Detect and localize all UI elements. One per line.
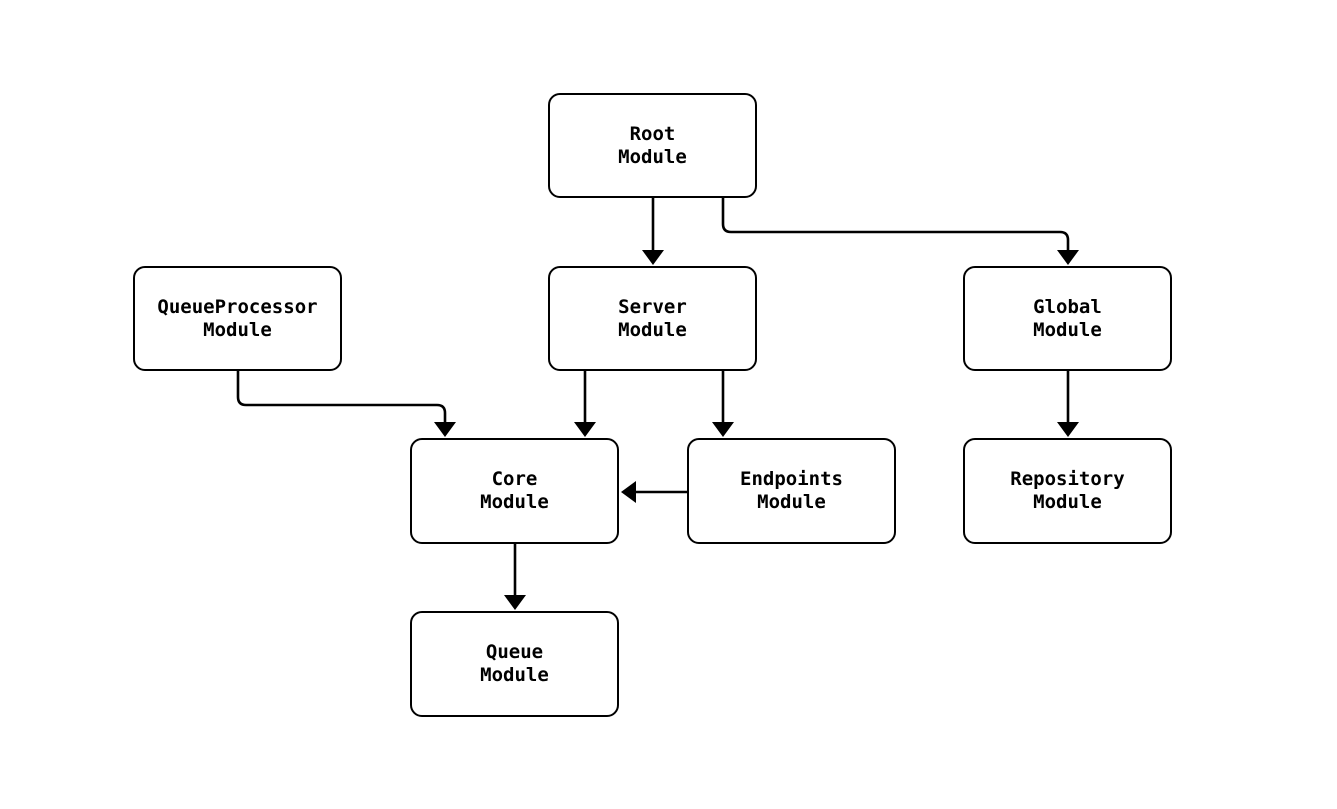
node-label: Server Module: [618, 295, 687, 341]
node-core-module: Core Module: [410, 438, 619, 544]
node-label: QueueProcessor Module: [157, 295, 318, 341]
node-label: Root Module: [618, 122, 687, 168]
node-label: Core Module: [480, 468, 549, 513]
edge-core-to-queue: [504, 544, 526, 610]
node-label: Repository Module: [1010, 468, 1125, 513]
edge-connector-line: [236, 371, 447, 425]
node-label: Endpoints Module: [740, 468, 843, 513]
node-server-module: Server Module: [548, 266, 757, 371]
edge-endpoints-to-core: [621, 481, 687, 503]
edge-queueprocessor-to-core: [236, 371, 456, 437]
edge-root-to-server: [642, 198, 664, 265]
arrowhead-icon: [504, 595, 526, 610]
edge-server-to-endpoints: [712, 371, 734, 437]
node-queueprocessor-module: QueueProcessor Module: [133, 266, 342, 371]
edge-connector-line: [721, 198, 1070, 252]
edge-global-to-repository: [1057, 371, 1079, 437]
node-global-module: Global Module: [963, 266, 1172, 371]
node-label: Queue Module: [480, 641, 549, 686]
arrowhead-icon: [1057, 250, 1079, 265]
arrowhead-icon: [1057, 422, 1079, 437]
arrowhead-icon: [621, 481, 636, 503]
arrowhead-icon: [434, 422, 456, 437]
node-root-module: Root Module: [548, 93, 757, 198]
node-repository-module: Repository Module: [963, 438, 1172, 544]
node-queue-module: Queue Module: [410, 611, 619, 717]
arrowhead-icon: [712, 422, 734, 437]
arrowhead-icon: [574, 422, 596, 437]
edge-server-to-core: [574, 371, 596, 437]
arrowhead-icon: [642, 250, 664, 265]
node-endpoints-module: Endpoints Module: [687, 438, 896, 544]
edge-root-to-global: [721, 198, 1079, 265]
node-label: Global Module: [1033, 295, 1102, 341]
